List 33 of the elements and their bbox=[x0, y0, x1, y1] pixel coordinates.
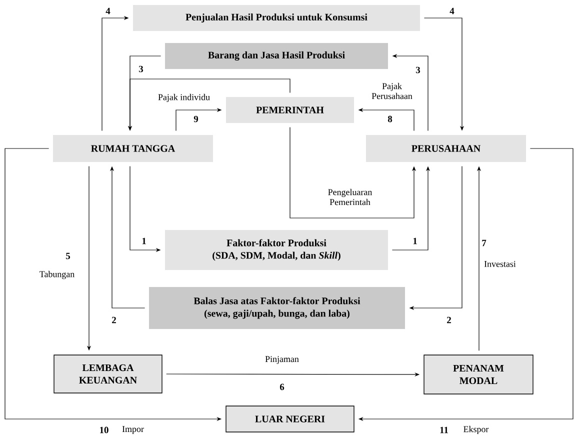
flow-label: Pajak individu bbox=[158, 94, 210, 102]
edge-label: 2 bbox=[112, 316, 116, 324]
process-box: PEMERINTAH bbox=[226, 97, 354, 123]
edge-label: 7 bbox=[482, 240, 486, 246]
process-box: RUMAH TANGGA bbox=[53, 135, 213, 162]
process-box: PERUSAHAAN bbox=[366, 135, 526, 162]
edge-label: 4 bbox=[106, 8, 110, 14]
flow-label: Pinjaman bbox=[265, 356, 299, 364]
process-box: Barang dan Jasa Hasil Produksi bbox=[165, 43, 388, 69]
edge-label: 8 bbox=[388, 116, 392, 122]
edge-label: 6 bbox=[280, 384, 284, 390]
flow-label: Pengeluaran Pemerintah bbox=[328, 188, 372, 206]
edge-label: 10 bbox=[100, 426, 108, 434]
edge-label: 3 bbox=[139, 66, 144, 72]
edge-label: 4 bbox=[450, 8, 454, 14]
edge-label: 1 bbox=[142, 238, 146, 244]
edge-label: 5 bbox=[66, 252, 70, 260]
bordered-box: LUAR NEGERI bbox=[226, 406, 354, 432]
flow-label: Investasi bbox=[484, 260, 516, 267]
process-box: Penjualan Hasil Produksi untuk Konsumsi bbox=[133, 5, 420, 31]
edge-label: 3 bbox=[416, 66, 420, 74]
edge-label: 2 bbox=[447, 316, 451, 324]
process-box: Balas Jasa atas Faktor-faktor Produksi (sewa, gaji/upah, bunga, dan laba) bbox=[149, 287, 405, 329]
edge-label: 1 bbox=[413, 238, 417, 244]
edge-label: 11 bbox=[440, 426, 448, 434]
bordered-box: PENANAM MODAL bbox=[424, 354, 534, 394]
flow-label: Tabungan bbox=[40, 270, 74, 280]
edge-label: 9 bbox=[194, 116, 198, 122]
flow-label: Impor bbox=[122, 426, 144, 434]
flow-label: Pajak Perusahaan bbox=[372, 82, 412, 100]
bordered-box: LEMBAGA KEUANGAN bbox=[54, 354, 162, 394]
process-box: Faktor-faktor Produksi (SDA, SDM, Modal, dan Skill) bbox=[165, 230, 388, 270]
flow-label: Ekspor bbox=[464, 426, 489, 434]
